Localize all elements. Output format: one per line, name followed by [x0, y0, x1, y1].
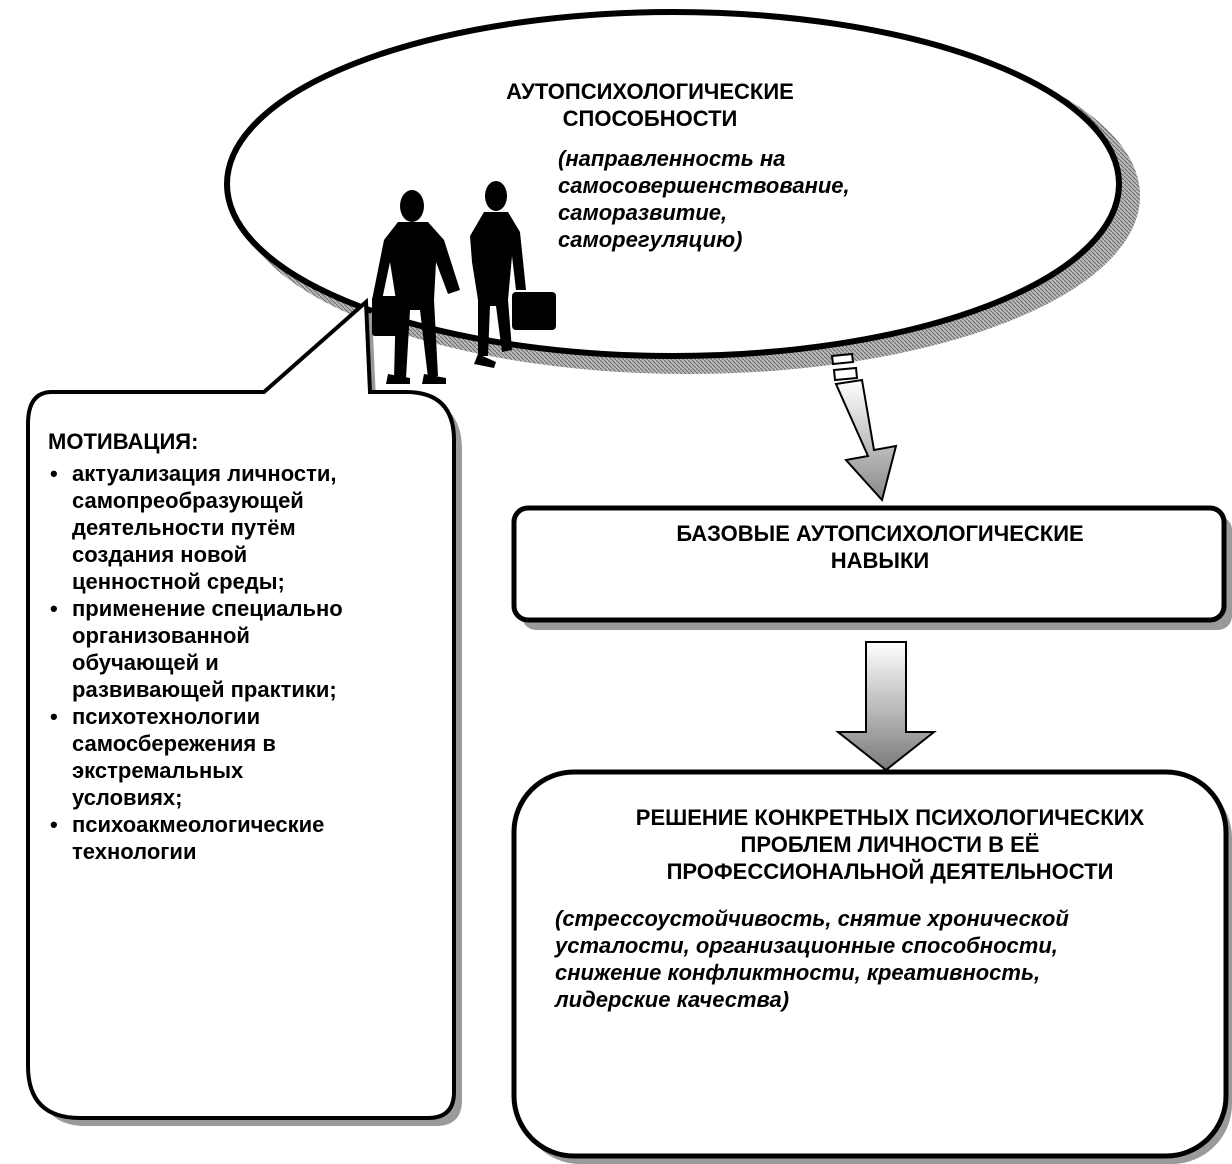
- bottom-box-title-line: ПРОБЛЕМ ЛИЧНОСТИ В ЕЁ: [740, 832, 1040, 857]
- ellipse-title: АУТОПСИХОЛОГИЧЕСКИЕ СПОСОБНОСТИ: [430, 78, 870, 132]
- bottom-box-title-line: РЕШЕНИЕ КОНКРЕТНЫХ ПСИХОЛОГИЧЕСКИХ: [635, 805, 1145, 830]
- bottom-box-subtitle-line: снижение конфликтности, креативность,: [555, 960, 1041, 985]
- middle-box-title-line: НАВЫКИ: [830, 548, 930, 573]
- motivation-item-line: актуализация личности,: [72, 461, 337, 486]
- bottom-box-title-line: ПРОФЕССИОНАЛЬНОЙ ДЕЯТЕЛЬНОСТИ: [666, 859, 1114, 884]
- motivation-item-line: психоакмеологические: [72, 812, 325, 837]
- bottom-box-subtitle: (стрессоустойчивость, снятие хронической…: [555, 905, 1225, 1013]
- ellipse-node: [224, 9, 1140, 374]
- motivation-item-line: условиях;: [72, 785, 183, 810]
- motivation-list-item: психотехнологии самосбережения в экстрем…: [48, 703, 418, 811]
- middle-box-shape: [511, 505, 1227, 623]
- ellipse-subtitle-line: саморегуляцию): [558, 227, 743, 252]
- motivation-item-line: организованной: [72, 623, 250, 648]
- ellipse-subtitle-line: самосовершенствование,: [558, 173, 850, 198]
- motivation-list: актуализация личности, самопреобразующей…: [48, 460, 418, 865]
- motivation-item-line: обучающей и: [72, 650, 219, 675]
- motivation-item-line: технологии: [72, 839, 197, 864]
- motivation-item-line: психотехнологии: [72, 704, 261, 729]
- ellipse-subtitle-line: саморазвитие,: [558, 200, 728, 225]
- down-arrow-icon: [835, 641, 937, 772]
- motivation-item-line: ценностной среды;: [72, 569, 285, 594]
- business-people-silhouette-icon: [372, 181, 556, 384]
- motivation-list-item: психоакмеологические технологии: [48, 811, 418, 865]
- motivation-item-line: самосбережения в: [72, 731, 276, 756]
- ellipse-subtitle: (направленность на самосовершенствование…: [558, 145, 978, 253]
- motivation-list-item: актуализация личности, самопреобразующей…: [48, 460, 418, 595]
- ellipse-title-line: АУТОПСИХОЛОГИЧЕСКИЕ: [506, 79, 794, 104]
- bottom-box-subtitle-line: лидерские качества): [555, 987, 790, 1012]
- bottom-box-subtitle-line: усталости, организационные способности,: [555, 933, 1058, 958]
- down-arrow-icon: [830, 352, 898, 503]
- bottom-box-subtitle-line: (стрессоустойчивость, снятие хронической: [555, 906, 1069, 931]
- motivation-list-item: применение специально организованной обу…: [48, 595, 418, 703]
- middle-box: [511, 505, 1232, 630]
- ellipse-subtitle-line: (направленность на: [558, 146, 786, 171]
- bottom-box: [511, 769, 1232, 1164]
- middle-box-title-line: БАЗОВЫЕ АУТОПСИХОЛОГИЧЕСКИЕ: [676, 521, 1084, 546]
- motivation-item-line: экстремальных: [72, 758, 244, 783]
- ellipse-title-line: СПОСОБНОСТИ: [562, 106, 738, 131]
- motivation-item-line: развивающей практики;: [72, 677, 337, 702]
- motivation-item-line: деятельности путём: [72, 515, 296, 540]
- motivation-item-line: самопреобразующей: [72, 488, 304, 513]
- motivation-heading: МОТИВАЦИЯ:: [48, 429, 199, 454]
- motivation-item-line: применение специально: [72, 596, 343, 621]
- bottom-box-title: РЕШЕНИЕ КОНКРЕТНЫХ ПСИХОЛОГИЧЕСКИХ ПРОБЛ…: [540, 804, 1232, 885]
- motivation-item-line: создания новой: [72, 542, 248, 567]
- bottom-box-shape: [511, 769, 1229, 1159]
- middle-box-title: БАЗОВЫЕ АУТОПСИХОЛОГИЧЕСКИЕ НАВЫКИ: [540, 520, 1220, 574]
